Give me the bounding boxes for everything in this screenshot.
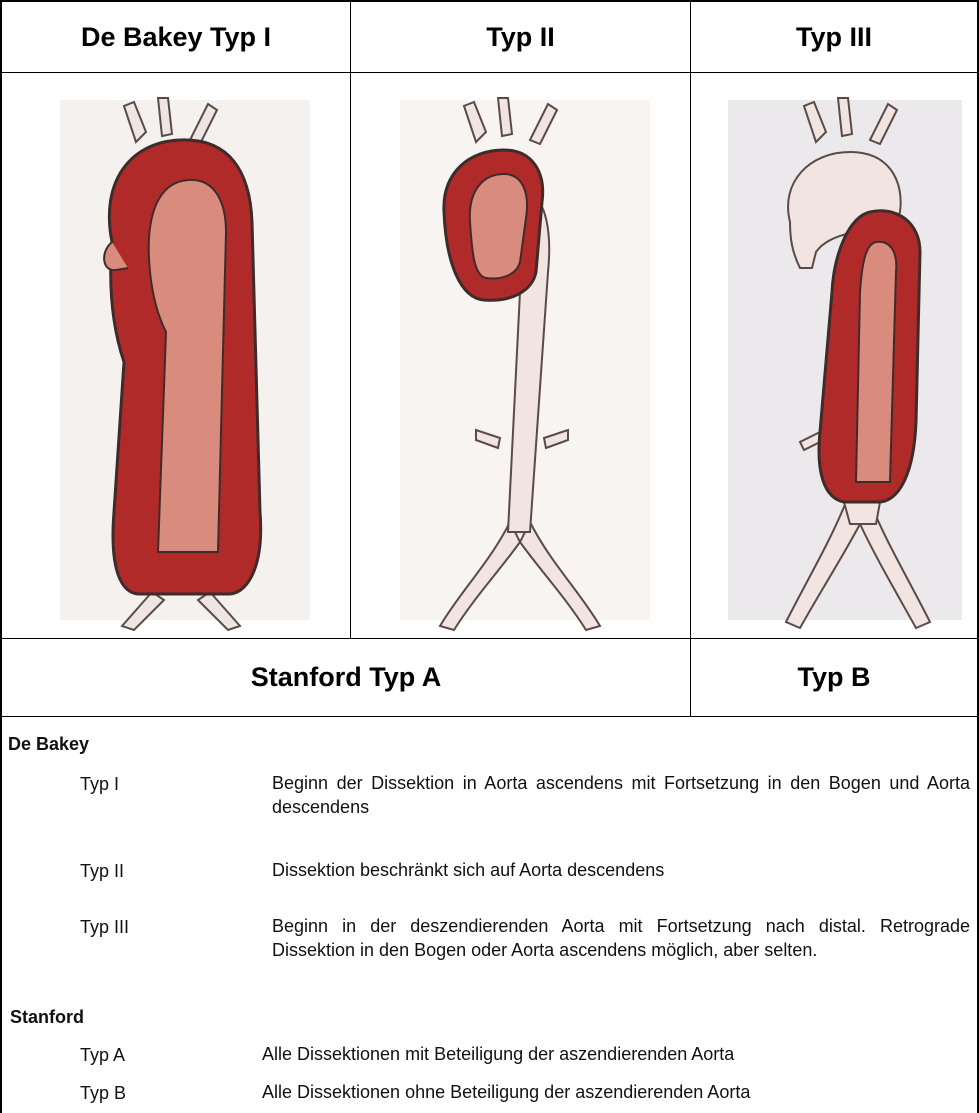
aorta-dissection-type-iii-illustration <box>720 92 970 632</box>
legend-stanford-typ-b-text: Alle Dissektionen ohne Beteiligung der a… <box>262 1080 962 1104</box>
legend-debakey-typ-i-text: Beginn der Dissektion in Aorta ascendens… <box>272 771 970 819</box>
border-left <box>0 0 2 1113</box>
header-stanford-typ-a: Stanford Typ A <box>2 639 690 716</box>
legend-debakey-typ-ii-label: Typ II <box>80 861 124 882</box>
legend-debakey-title: De Bakey <box>8 734 89 755</box>
header-divider <box>0 72 979 73</box>
legend-debakey-typ-ii-text: Dissektion beschränkt sich auf Aorta des… <box>272 858 970 882</box>
aorta-dissection-type-i-illustration <box>40 92 330 632</box>
legend-stanford-typ-b-label: Typ B <box>80 1083 126 1104</box>
header-typ-iii: Typ III <box>691 2 977 72</box>
stanford-bottom-divider <box>0 716 979 717</box>
header-typ-ii: Typ II <box>351 2 690 72</box>
column-divider-1 <box>350 0 351 638</box>
header-stanford-typ-b: Typ B <box>691 639 977 716</box>
header-debakey-typ-i: De Bakey Typ I <box>2 2 350 72</box>
legend-stanford-title: Stanford <box>10 1007 84 1028</box>
legend-debakey-typ-iii-text: Beginn in der deszendierenden Aorta mit … <box>272 914 970 962</box>
column-divider-2 <box>690 0 691 716</box>
legend-debakey-typ-i-label: Typ I <box>80 774 119 795</box>
aorta-dissection-type-ii-illustration <box>380 92 670 632</box>
legend-debakey-typ-iii-label: Typ III <box>80 917 129 938</box>
legend-stanford-typ-a-label: Typ A <box>80 1045 125 1066</box>
legend-stanford-typ-a-text: Alle Dissektionen mit Beteiligung der as… <box>262 1042 962 1066</box>
